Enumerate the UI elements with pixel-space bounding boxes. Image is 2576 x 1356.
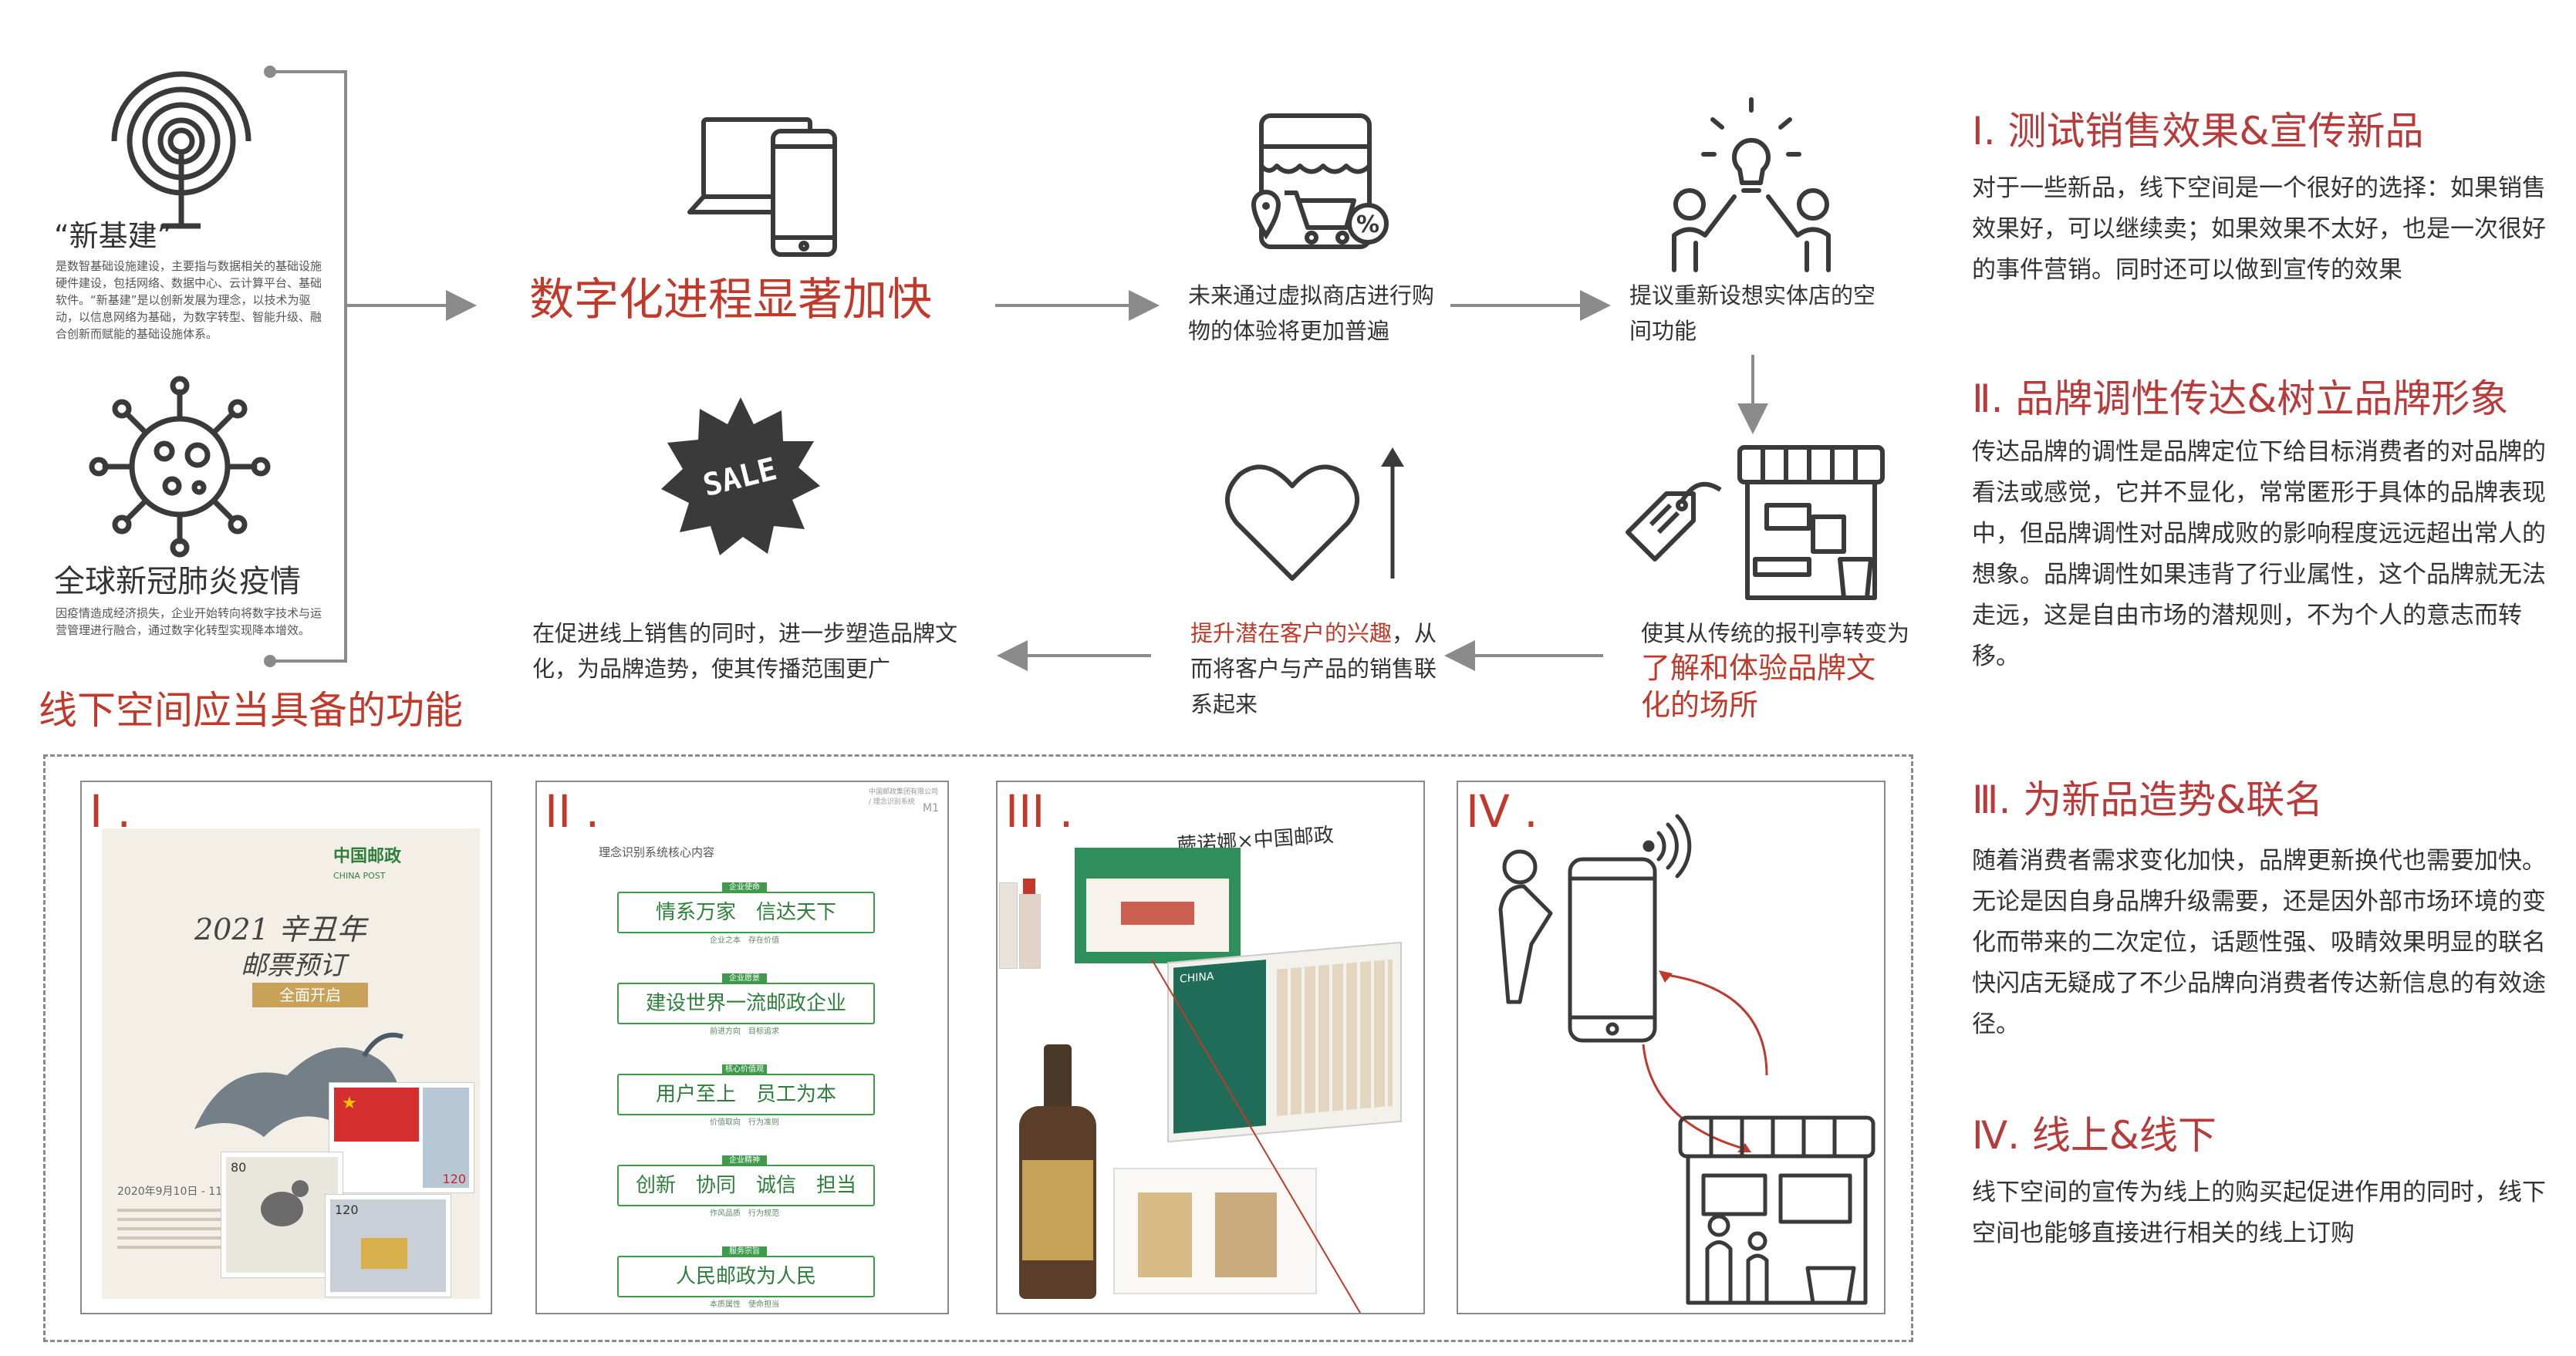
pill-4: 创新 协同 诚信 担当 [617, 1165, 875, 1206]
pill-1-foot: 企业之本 存在价值 [710, 936, 779, 945]
sync-arrows [1642, 970, 1768, 1152]
laptop-phone-icon [687, 117, 837, 257]
kiosk-text-highlight: 了解和体验品牌文化的场所 [1641, 651, 1876, 722]
poster-line2: 邮票预订 [241, 950, 346, 981]
panel-1-num: I . [89, 785, 131, 838]
covid-title: 全球新冠肺炎疫情 [54, 564, 301, 599]
panel-2: II . 中国邮政集团有限公司 / 理念识别系统 M1 理念识别系统核心内容 情… [535, 781, 949, 1314]
functions-dashed-box [43, 754, 1913, 1342]
panel-2-page-no: M1 [923, 802, 939, 815]
sale-badge-icon: SALE [661, 397, 820, 555]
stamp-chicken: 80 [221, 1152, 343, 1277]
laser-line [1151, 959, 1361, 1313]
stamp-value-1: 80 [231, 1160, 247, 1175]
ox-illustration [194, 1032, 403, 1137]
functions-heading: 线下空间应当具备的功能 [39, 688, 463, 733]
pop-up-store-icon [1678, 1115, 1875, 1305]
new-infra-desc: 是数智基础设施建设，主要指与数据相关的基础设施硬件建设，包括网络、数据中心、云计… [56, 259, 322, 341]
potential-text-rest: ，从而将客户与产品的销售联系起来 [1190, 620, 1437, 717]
pill-1: 情系万家 信达天下 [617, 892, 875, 933]
heart-icon [1224, 464, 1360, 581]
virtual-shop-text: 未来通过虚拟商店进行购物的体验将更加普遍 [1188, 282, 1435, 344]
brand-text: 在促进线上销售的同时，进一步塑造品牌文化，为品牌造势，使其传播范围更广 [532, 620, 958, 682]
pill-3-foot: 价值取向 行为准则 [710, 1118, 779, 1127]
phone-user-icon [1498, 849, 1657, 1043]
panel-3: III . 蕨诺娜×中国邮政 CHINA [996, 781, 1425, 1314]
online-shop-icon: % [1251, 113, 1389, 249]
pill-3-text: 用户至上 员工为本 [655, 1083, 836, 1106]
beer-bottle [1011, 1044, 1104, 1299]
covid-desc: 因疫情造成经济损失，企业开始转向将数字技术与运营管理进行融合，通过数字化转型实现… [56, 606, 322, 637]
section-1-body: 对于一些新品，线下空间是一个很好的选择：如果销售效果好，可以继续卖；如果效果不太… [1972, 174, 2546, 284]
china-post-logo-sub: CHINA POST [333, 871, 386, 881]
panel-4-num: IV . [1466, 785, 1538, 838]
poster-button: 全面开启 [252, 983, 368, 1007]
kiosk-text-prefix: 使其从传统的报刊亭转变为 [1641, 620, 1910, 646]
pill-1-head: 企业使命 [722, 882, 767, 893]
kiosk-store-icon [1626, 445, 1885, 600]
section-4-title: Ⅳ. 线上&线下 [1972, 1113, 2216, 1158]
section-2-title: Ⅱ. 品牌调性传达&树立品牌形象 [1972, 376, 2509, 421]
stamp-flag: ★ 120 [329, 1083, 474, 1192]
pill-2: 建设世界一流邮政企业 [617, 983, 875, 1024]
panel-4: IV . [1457, 781, 1886, 1314]
pill-1-text: 情系万家 信达天下 [655, 901, 836, 924]
percent-tag: % [1356, 211, 1379, 238]
pill-4-head: 企业精神 [722, 1155, 767, 1166]
stamp-poster: 中国邮政 CHINA POST 2021 辛丑年 邮票预订 全面开启 2020年… [102, 828, 480, 1299]
section-2-body: 传达品牌的调性是品牌定位下给目标消费者的对品牌的看法或感觉，它并不显化，常常匿形… [1972, 438, 2546, 670]
pill-2-foot: 前进方向 目标追求 [710, 1027, 779, 1036]
new-infra-title: “新基建” [54, 219, 173, 253]
pill-5-foot: 本质属性 使命担当 [710, 1300, 779, 1309]
pill-2-head: 企业愿景 [722, 973, 767, 984]
panel-1: I . 中国邮政 CHINA POST 2021 辛丑年 邮票预订 全面开启 2… [80, 781, 492, 1314]
pill-4-text: 创新 协同 诚信 担当 [635, 1174, 856, 1197]
gift-box-top [1075, 848, 1241, 963]
stamp-value-3: 120 [442, 1172, 466, 1186]
section-1-title: Ⅰ. 测试销售效果&宣传新品 [1972, 109, 2424, 153]
stamp-value-2: 120 [335, 1203, 359, 1217]
poster-line1: 2021 辛丑年 [194, 912, 366, 946]
section-3-body: 随着消费者需求变化加快，品牌更新换代也需要加快。无论是因自身品牌升级需要，还是因… [1972, 847, 2546, 1038]
tiger-box [1113, 1168, 1317, 1294]
redesign-text: 提议重新设想实体店的空间功能 [1629, 282, 1876, 344]
idea-people-icon [1672, 97, 1831, 272]
china-post-logo-text: 中国邮政 [333, 847, 402, 866]
section-3-title: Ⅲ. 为新品造势&联名 [1972, 778, 2324, 822]
panel-2-header-title: 理念识别系统核心内容 [599, 845, 715, 859]
potential-text: 提升潜在客户的兴趣，从而将客户与产品的销售联系起来 [1190, 616, 1449, 722]
wifi-signal-icon [1642, 814, 1692, 879]
digital-title: 数字化进程显著加快 [529, 273, 933, 326]
panel-2-header-small: 中国邮政集团有限公司 / 理念识别系统 [869, 788, 939, 806]
pill-3-head: 核心价值观 [722, 1064, 767, 1075]
serum-bottles [998, 867, 1044, 975]
panel-2-num: II . [545, 785, 600, 838]
china-post-logo: 中国邮政 CHINA POST [333, 842, 449, 882]
pill-3: 用户至上 员工为本 [617, 1074, 875, 1115]
radio-tower-icon [111, 71, 252, 229]
pill-5-text: 人民邮政为人民 [675, 1265, 816, 1288]
poster-fine-print [117, 1203, 272, 1255]
pill-5-head: 服务宗旨 [722, 1246, 767, 1257]
pill-5: 人民邮政为人民 [617, 1256, 875, 1297]
section-4-body: 线下空间的宣传为线上的购买起促进作用的同时，线下空间也能够直接进行相关的线上订购 [1972, 1179, 2546, 1247]
pill-4-foot: 作风品质 行为规范 [710, 1209, 779, 1218]
potential-text-highlight: 提升潜在客户的兴趣 [1190, 620, 1393, 646]
virus-icon [89, 376, 271, 558]
pill-2-text: 建设世界一流邮政企业 [645, 992, 846, 1015]
panel-3-num: III . [1005, 785, 1074, 838]
stamp-moon: 120 [326, 1195, 451, 1297]
